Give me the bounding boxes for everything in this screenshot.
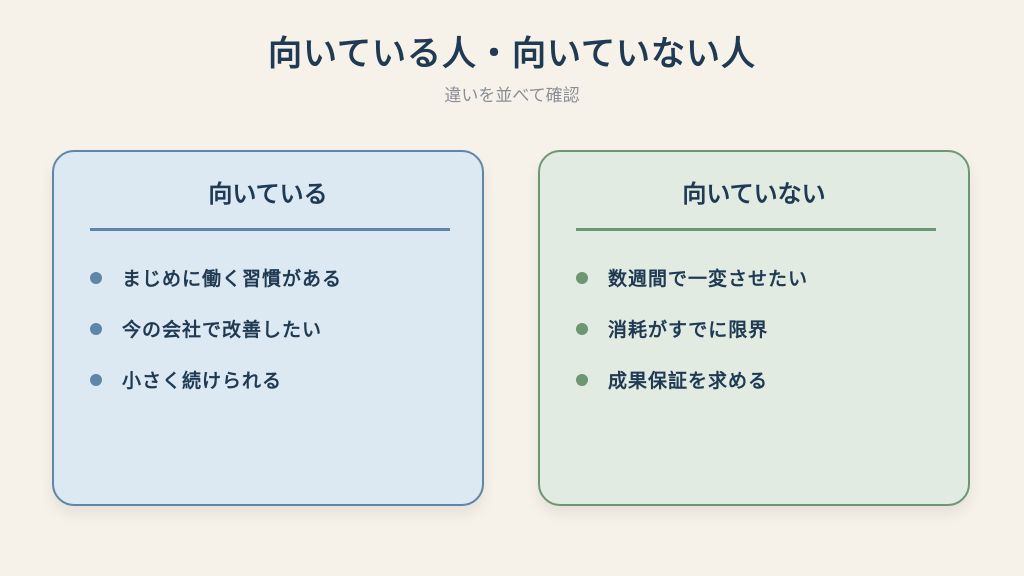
suitable-panel-heading: 向いている	[208, 180, 328, 208]
list-item-text: 今の会社で改善したい	[122, 319, 323, 341]
unsuitable-panel-heading: 向いていない	[682, 180, 826, 208]
list-item: 消耗がすでに限界	[576, 303, 808, 354]
unsuitable-list: 数週間で一変させたい 消耗がすでに限界 成果保証を求める	[576, 252, 808, 405]
list-item-text: 成果保証を求める	[608, 370, 769, 392]
list-item: 成果保証を求める	[576, 354, 808, 405]
page-title: 向いている人・向いていない人	[268, 34, 756, 74]
list-item-text: 小さく続けられる	[122, 370, 283, 392]
suitable-panel: 向いている まじめに働く習慣がある 今の会社で改善したい 小さく続けられる	[52, 150, 484, 506]
bullet-icon	[576, 322, 588, 335]
unsuitable-panel-divider	[576, 228, 936, 231]
list-item-text: 消耗がすでに限界	[608, 319, 769, 341]
list-item: 今の会社で改善したい	[90, 303, 342, 354]
list-item-text: 数週間で一変させたい	[608, 268, 809, 290]
page-subtitle: 違いを並べて確認	[444, 86, 580, 106]
list-item-text: まじめに働く習慣がある	[122, 268, 343, 290]
bullet-icon	[90, 373, 102, 386]
list-item: まじめに働く習慣がある	[90, 252, 342, 303]
suitable-list: まじめに働く習慣がある 今の会社で改善したい 小さく続けられる	[90, 252, 342, 405]
bullet-icon	[90, 322, 102, 335]
bullet-icon	[90, 271, 102, 284]
suitable-panel-divider	[90, 228, 450, 231]
list-item: 小さく続けられる	[90, 354, 342, 405]
bullet-icon	[576, 373, 588, 386]
list-item: 数週間で一変させたい	[576, 252, 808, 303]
unsuitable-panel: 向いていない 数週間で一変させたい 消耗がすでに限界 成果保証を求める	[538, 150, 970, 506]
bullet-icon	[576, 271, 588, 284]
